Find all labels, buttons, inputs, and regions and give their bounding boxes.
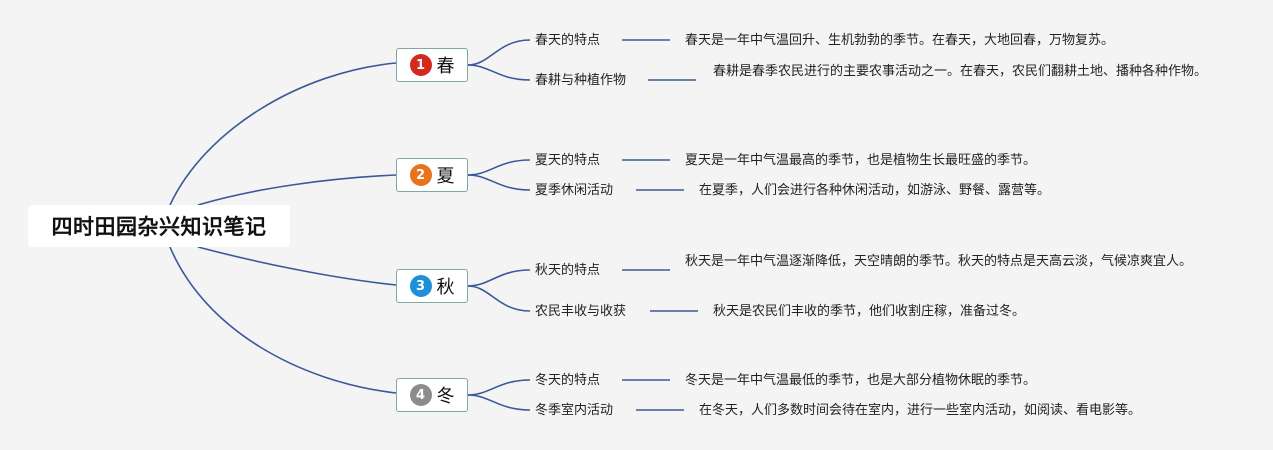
connector-winter-topic1	[467, 379, 531, 396]
season-label-spring: 春	[436, 56, 455, 77]
connector-spring-topic1	[467, 39, 531, 66]
detail-spring-features[interactable]: 春天是一年中气温回升、生机勃勃的季节。在春天，大地回春，万物复苏。	[685, 33, 1115, 48]
season-label-summer: 夏	[436, 166, 455, 187]
season-node-spring[interactable]: 1 春	[396, 48, 468, 82]
connector-root-summer	[197, 174, 397, 206]
topic-spring-features[interactable]: 春天的特点	[535, 33, 601, 48]
detail-summer-leisure[interactable]: 在夏季，人们会进行各种休闲活动，如游泳、野餐、露营等。	[699, 183, 1051, 198]
connector-winter-topic2	[467, 394, 531, 411]
connector-root-spring	[169, 62, 397, 206]
season-node-winter[interactable]: 4 冬	[396, 378, 468, 412]
topic-summer-features[interactable]: 夏天的特点	[535, 153, 601, 168]
detail-autumn-harvest[interactable]: 秋天是农民们丰收的季节，他们收割庄稼，准备过冬。	[713, 304, 1026, 319]
detail-winter-indoor[interactable]: 在冬天，人们多数时间会待在室内，进行一些室内活动，如阅读、看电影等。	[699, 403, 1142, 418]
connector-summer-topic1	[467, 159, 531, 176]
connector-spring-topic2	[467, 64, 531, 81]
number-badge-1: 1	[409, 54, 432, 76]
connector-autumn-topic2	[467, 285, 531, 312]
connector-root-winter	[169, 246, 397, 394]
topic-spring-farming[interactable]: 春耕与种植作物	[535, 73, 627, 88]
season-label-winter: 冬	[436, 386, 455, 407]
detail-summer-features[interactable]: 夏天是一年中气温最高的季节，也是植物生长最旺盛的季节。	[685, 153, 1037, 168]
topic-autumn-features[interactable]: 秋天的特点	[535, 263, 601, 278]
connector-autumn-topic1	[467, 269, 531, 287]
number-badge-4: 4	[409, 384, 432, 406]
detail-autumn-features[interactable]: 秋天是一年中气温逐渐降低，天空晴朗的季节。秋天的特点是天高云淡，气候凉爽宜人。	[685, 254, 1193, 269]
topic-summer-leisure[interactable]: 夏季休闲活动	[535, 183, 614, 198]
connector-summer-topic2	[467, 174, 531, 191]
detail-winter-features[interactable]: 冬天是一年中气温最低的季节，也是大部分植物休眠的季节。	[685, 373, 1037, 388]
number-badge-2: 2	[409, 164, 432, 186]
topic-autumn-harvest[interactable]: 农民丰收与收获	[535, 304, 627, 319]
season-node-summer[interactable]: 2 夏	[396, 158, 468, 192]
connector-root-autumn	[197, 246, 397, 286]
root-title: 四时田园杂兴知识笔记	[51, 215, 267, 239]
season-label-autumn: 秋	[436, 277, 455, 298]
number-badge-3: 3	[409, 275, 432, 297]
season-node-autumn[interactable]: 3 秋	[396, 269, 468, 303]
detail-spring-farming[interactable]: 春耕是春季农民进行的主要农事活动之一。在春天，农民们翻耕土地、播种各种作物。	[713, 64, 1208, 79]
topic-winter-indoor[interactable]: 冬季室内活动	[535, 403, 614, 418]
topic-winter-features[interactable]: 冬天的特点	[535, 373, 601, 388]
root-node[interactable]: 四时田园杂兴知识笔记	[28, 205, 290, 247]
